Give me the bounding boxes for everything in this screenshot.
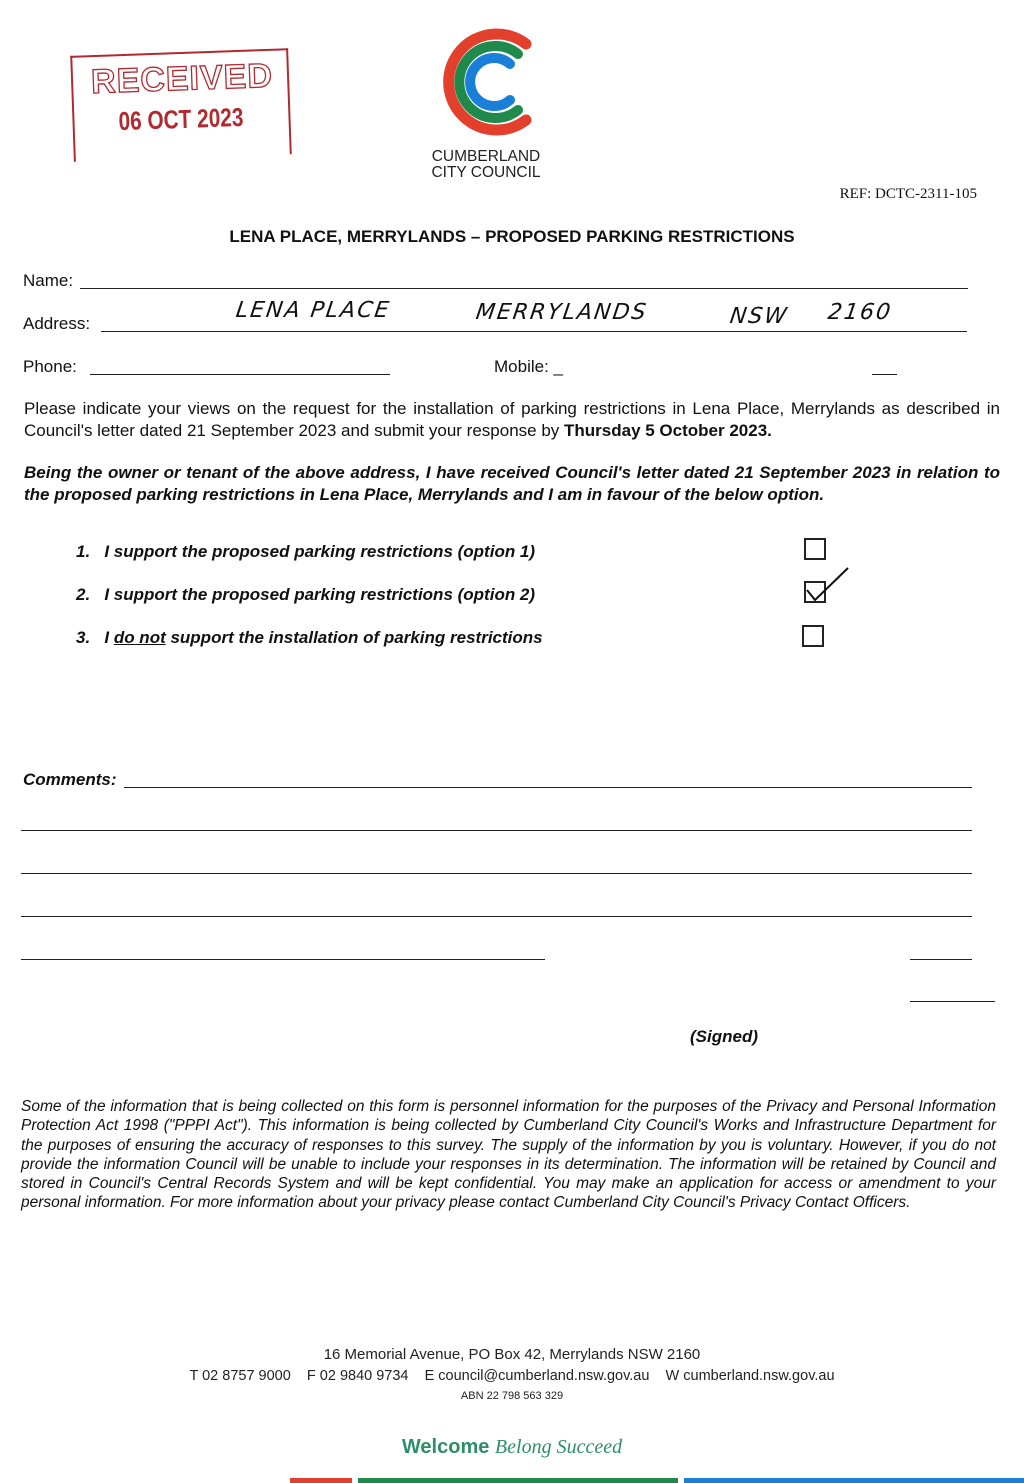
footer-slogan: Welcome Belong Succeed bbox=[401, 1436, 623, 1458]
option-2-checkbox[interactable] bbox=[804, 581, 826, 603]
stamp-label: RECEIVED bbox=[90, 56, 274, 102]
footer-contacts: T 02 8757 9000 F 02 9840 9734 E council@… bbox=[189, 1368, 835, 1384]
footer-bar-blue bbox=[684, 1478, 1024, 1483]
signature-line[interactable] bbox=[910, 1001, 995, 1002]
comments-line bbox=[21, 830, 972, 831]
stamp-date: 06 OCT 2023 bbox=[118, 101, 244, 137]
comments-line bbox=[21, 959, 545, 960]
privacy-notice: Some of the information that is being co… bbox=[21, 1098, 996, 1212]
name-label: Name: bbox=[23, 271, 74, 290]
option-2: 2. I support the proposed parking restri… bbox=[76, 585, 536, 604]
phone-field[interactable] bbox=[90, 374, 390, 375]
option-1-checkbox[interactable] bbox=[804, 538, 826, 560]
footer-bar-red bbox=[290, 1478, 352, 1483]
intro-paragraph: Please indicate your views on the reques… bbox=[24, 399, 1000, 440]
received-stamp: RECEIVED 06 OCT 2023 bbox=[70, 48, 292, 162]
footer-bar-green bbox=[358, 1478, 678, 1483]
council-logo-icon bbox=[443, 28, 532, 136]
mobile-label: Mobile: _ bbox=[494, 357, 563, 376]
address-value-postcode: 2160 bbox=[826, 300, 894, 325]
statement-paragraph: Being the owner or tenant of the above a… bbox=[24, 463, 1000, 504]
address-label: Address: bbox=[23, 314, 91, 333]
name-field[interactable] bbox=[80, 288, 968, 289]
mobile-field[interactable] bbox=[872, 374, 897, 375]
comments-line bbox=[21, 873, 972, 874]
option-3-checkbox[interactable] bbox=[802, 625, 824, 647]
address-value-street: LENA PLACE bbox=[234, 298, 393, 323]
address-field[interactable] bbox=[101, 331, 967, 332]
reference-number: REF: DCTC-2311-105 bbox=[839, 186, 977, 202]
signed-label: (Signed) bbox=[690, 1027, 758, 1046]
page-title: LENA PLACE, MERRYLANDS – PROPOSED PARKIN… bbox=[229, 227, 795, 246]
comments-line bbox=[21, 916, 972, 917]
comments-field[interactable] bbox=[124, 787, 972, 788]
comments-line bbox=[910, 959, 972, 960]
phone-label: Phone: bbox=[23, 357, 77, 376]
option-3: 3. I do not support the installation of … bbox=[76, 628, 543, 647]
address-value-suburb: MERRYLANDS bbox=[474, 300, 650, 325]
footer-abn: ABN 22 798 563 329 bbox=[460, 1390, 564, 1402]
footer-address: 16 Memorial Avenue, PO Box 42, Merryland… bbox=[323, 1346, 701, 1363]
option-1: 1. I support the proposed parking restri… bbox=[76, 542, 536, 561]
checkmark-icon bbox=[806, 567, 849, 602]
comments-label: Comments: bbox=[23, 770, 117, 789]
address-value-state: NSW bbox=[728, 304, 790, 329]
